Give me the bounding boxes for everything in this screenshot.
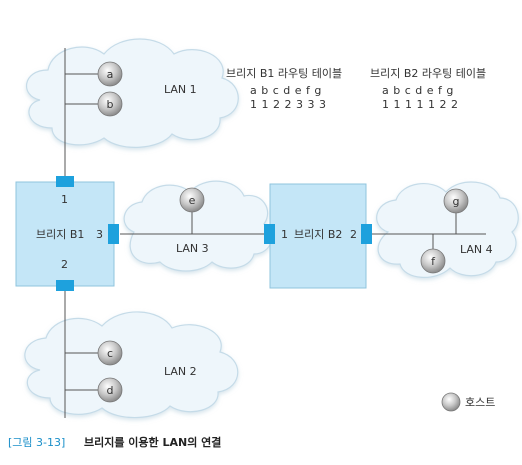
bridge-b1-port1 — [56, 176, 74, 187]
host-c-icon — [97, 340, 123, 366]
host-b-icon — [97, 91, 123, 117]
legend: 호스트 — [441, 392, 495, 412]
host-legend-icon — [441, 392, 461, 412]
host-a: a — [97, 61, 123, 87]
bridge-b2-port2-label: 2 — [350, 228, 357, 241]
b1-routing-table: 브리지 B1 라우팅 테이블 a b c d e f g 1 1 2 2 3 3… — [226, 67, 342, 111]
bridge-b2-port2 — [361, 224, 372, 244]
b2-routing-table: 브리지 B2 라우팅 테이블 a b c d e f g 1 1 1 1 1 2… — [370, 67, 486, 111]
host-a-icon — [97, 61, 123, 87]
b2-table-ports: 1 1 1 1 1 2 2 — [382, 98, 458, 111]
b1-table-ports: 1 1 2 2 3 3 3 — [250, 98, 326, 111]
host-d-icon — [97, 377, 123, 403]
bridge-b1-port1-label: 1 — [61, 193, 68, 206]
bridge-b2-port1-label: 1 — [281, 228, 288, 241]
bridge-b1-box — [15, 181, 115, 287]
lan4-label: LAN 4 — [460, 243, 493, 256]
host-g: g — [443, 188, 469, 214]
host-b-label: b — [107, 98, 114, 111]
host-c-label: c — [107, 347, 113, 360]
b1-table-hosts: a b c d e f g — [250, 84, 322, 97]
host-f-icon — [420, 248, 446, 274]
network-links — [64, 48, 486, 418]
host-f-label: f — [431, 255, 436, 268]
bridge-b2-label: 브리지 B2 — [294, 228, 342, 241]
figure-title: 브리지를 이용한 LAN의 연결 — [84, 435, 221, 449]
figure-number: [그림 3-13] — [8, 436, 65, 449]
host-c: c — [97, 340, 123, 366]
b2-table-title: 브리지 B2 라우팅 테이블 — [370, 67, 486, 80]
host-f: f — [420, 248, 446, 274]
figure-caption: [그림 3-13] 브리지를 이용한 LAN의 연결 — [8, 435, 221, 449]
host-e: e — [179, 187, 205, 213]
lan1-cloud — [25, 38, 239, 148]
host-g-label: g — [453, 195, 460, 208]
lan1-label: LAN 1 — [164, 83, 197, 96]
lan3-label: LAN 3 — [176, 242, 209, 255]
bridge-b1-port2-label: 2 — [61, 258, 68, 271]
bridge-b1-port2 — [56, 280, 74, 291]
host-d: d — [97, 377, 123, 403]
lan2-cloud — [24, 311, 239, 419]
bridge-b2-port1 — [264, 224, 275, 244]
bridge-b1-label: 브리지 B1 — [36, 228, 84, 241]
host-b: b — [97, 91, 123, 117]
legend-host-label: 호스트 — [465, 396, 495, 409]
lan2-label: LAN 2 — [164, 365, 197, 378]
bridge-b1-port3-label: 3 — [96, 228, 103, 241]
lan3-cloud — [123, 180, 273, 272]
b2-table-hosts: a b c d e f g — [382, 84, 454, 97]
bridge-b1: 1 2 브리지 B1 3 — [15, 176, 119, 291]
bridge-b2-box — [269, 183, 367, 289]
bridge-b2: 1 브리지 B2 2 — [264, 183, 372, 289]
host-g-icon — [443, 188, 469, 214]
host-e-label: e — [189, 194, 196, 207]
host-e-icon — [179, 187, 205, 213]
host-a-label: a — [107, 68, 114, 81]
host-d-label: d — [107, 384, 114, 397]
bridge-b1-port3 — [108, 224, 119, 244]
b1-table-title: 브리지 B1 라우팅 테이블 — [226, 67, 342, 80]
lan4-cloud — [376, 181, 519, 278]
